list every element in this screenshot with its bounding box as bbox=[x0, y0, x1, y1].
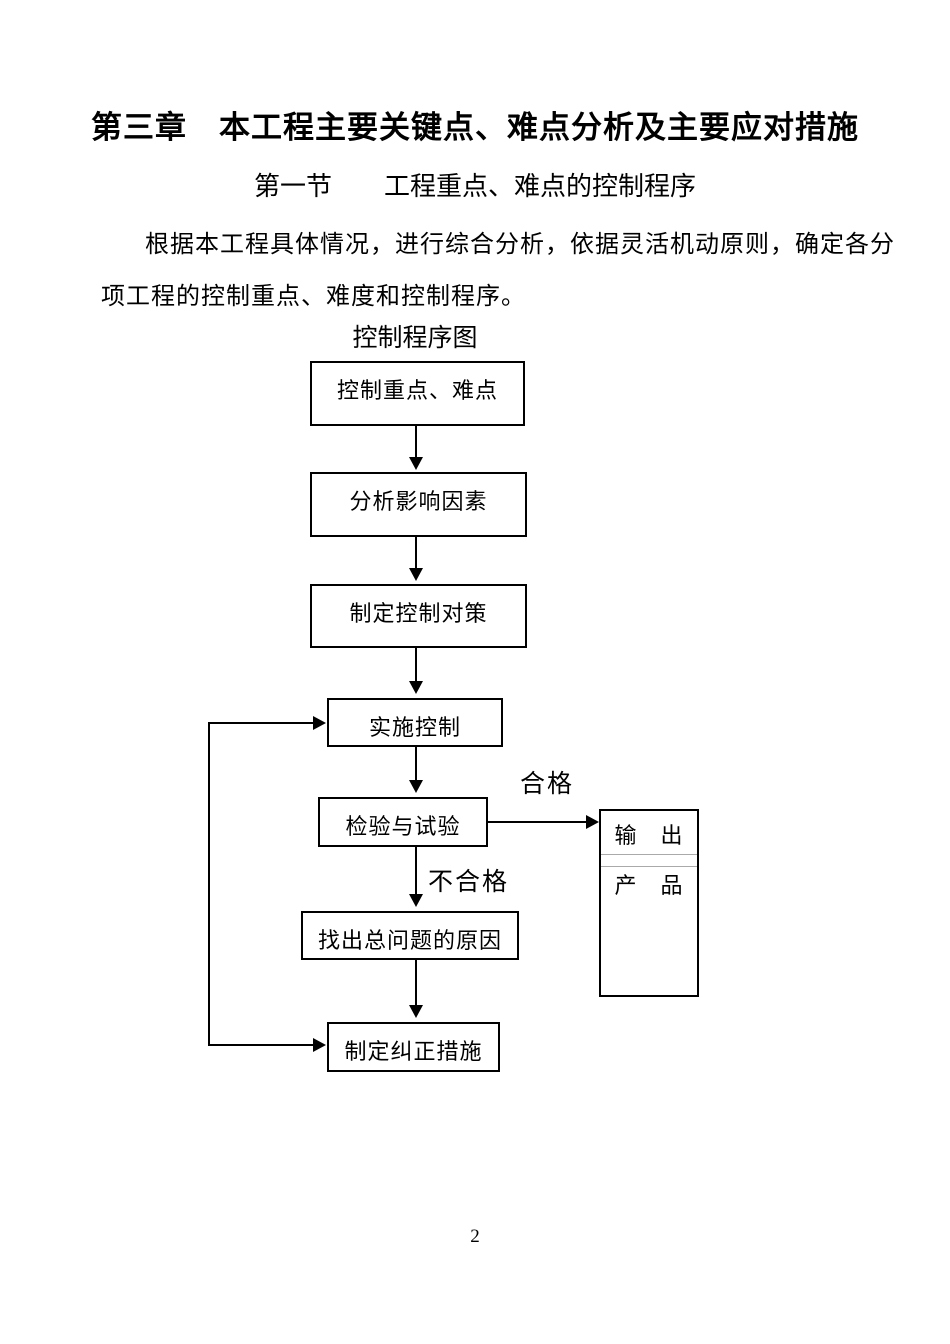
section-heading: 第一节 工程重点、难点的控制程序 bbox=[253, 172, 696, 201]
flowchart-box-find-cause: 找出总问题的原因 bbox=[301, 911, 519, 960]
arrow-line-2 bbox=[415, 537, 417, 570]
arrow-line-3 bbox=[415, 648, 417, 683]
flowchart-box-corrective-measures: 制定纠正措施 bbox=[327, 1022, 500, 1072]
flowchart-box-make-countermeasures: 制定控制对策 bbox=[310, 584, 527, 648]
arrow-line-5 bbox=[415, 847, 417, 896]
flowchart-title: 控制程序图 bbox=[352, 325, 478, 352]
paragraph-line-2: 项工程的控制重点、难度和控制程序。 bbox=[101, 284, 526, 310]
arrow-head-down-4 bbox=[409, 780, 423, 793]
page-number: 2 bbox=[470, 1226, 480, 1247]
arrow-head-down-5 bbox=[409, 894, 423, 907]
arrow-line-6 bbox=[415, 960, 417, 1007]
output-box-divider-top bbox=[601, 854, 697, 855]
arrow-head-down-2 bbox=[409, 568, 423, 581]
paragraph-line-1: 根据本工程具体情况，进行综合分析，依据灵活机动原则，确定各分 bbox=[145, 232, 895, 258]
arrow-head-feedback-bottom bbox=[313, 1038, 326, 1052]
arrow-line-4 bbox=[415, 747, 417, 782]
edge-label-fail: 不合格 bbox=[428, 869, 510, 896]
chapter-title: 第三章 本工程主要关键点、难点分析及主要应对措施 bbox=[91, 110, 859, 145]
flowchart-box-analyze-factors: 分析影响因素 bbox=[310, 472, 527, 537]
arrow-head-feedback-top bbox=[313, 716, 326, 730]
feedback-top-line bbox=[208, 722, 314, 724]
output-label: 输 出 bbox=[614, 823, 684, 848]
feedback-vertical-line bbox=[208, 722, 210, 1046]
product-label: 产 品 bbox=[614, 873, 684, 898]
arrow-head-down-1 bbox=[409, 457, 423, 470]
arrow-head-down-3 bbox=[409, 681, 423, 694]
flowchart-box-output-product: 输 出 产 品 bbox=[599, 809, 699, 997]
arrow-line-pass bbox=[488, 821, 587, 823]
flowchart-box-control-points: 控制重点、难点 bbox=[310, 361, 525, 426]
edge-label-pass: 合格 bbox=[520, 771, 575, 798]
arrow-head-pass bbox=[586, 815, 599, 829]
feedback-bottom-line bbox=[208, 1044, 314, 1046]
flowchart-box-inspect-test: 检验与试验 bbox=[318, 797, 488, 847]
arrow-head-down-6 bbox=[409, 1005, 423, 1018]
flowchart-box-implement-control: 实施控制 bbox=[327, 698, 503, 747]
arrow-line-1 bbox=[415, 426, 417, 459]
output-box-divider-bottom bbox=[601, 866, 697, 867]
